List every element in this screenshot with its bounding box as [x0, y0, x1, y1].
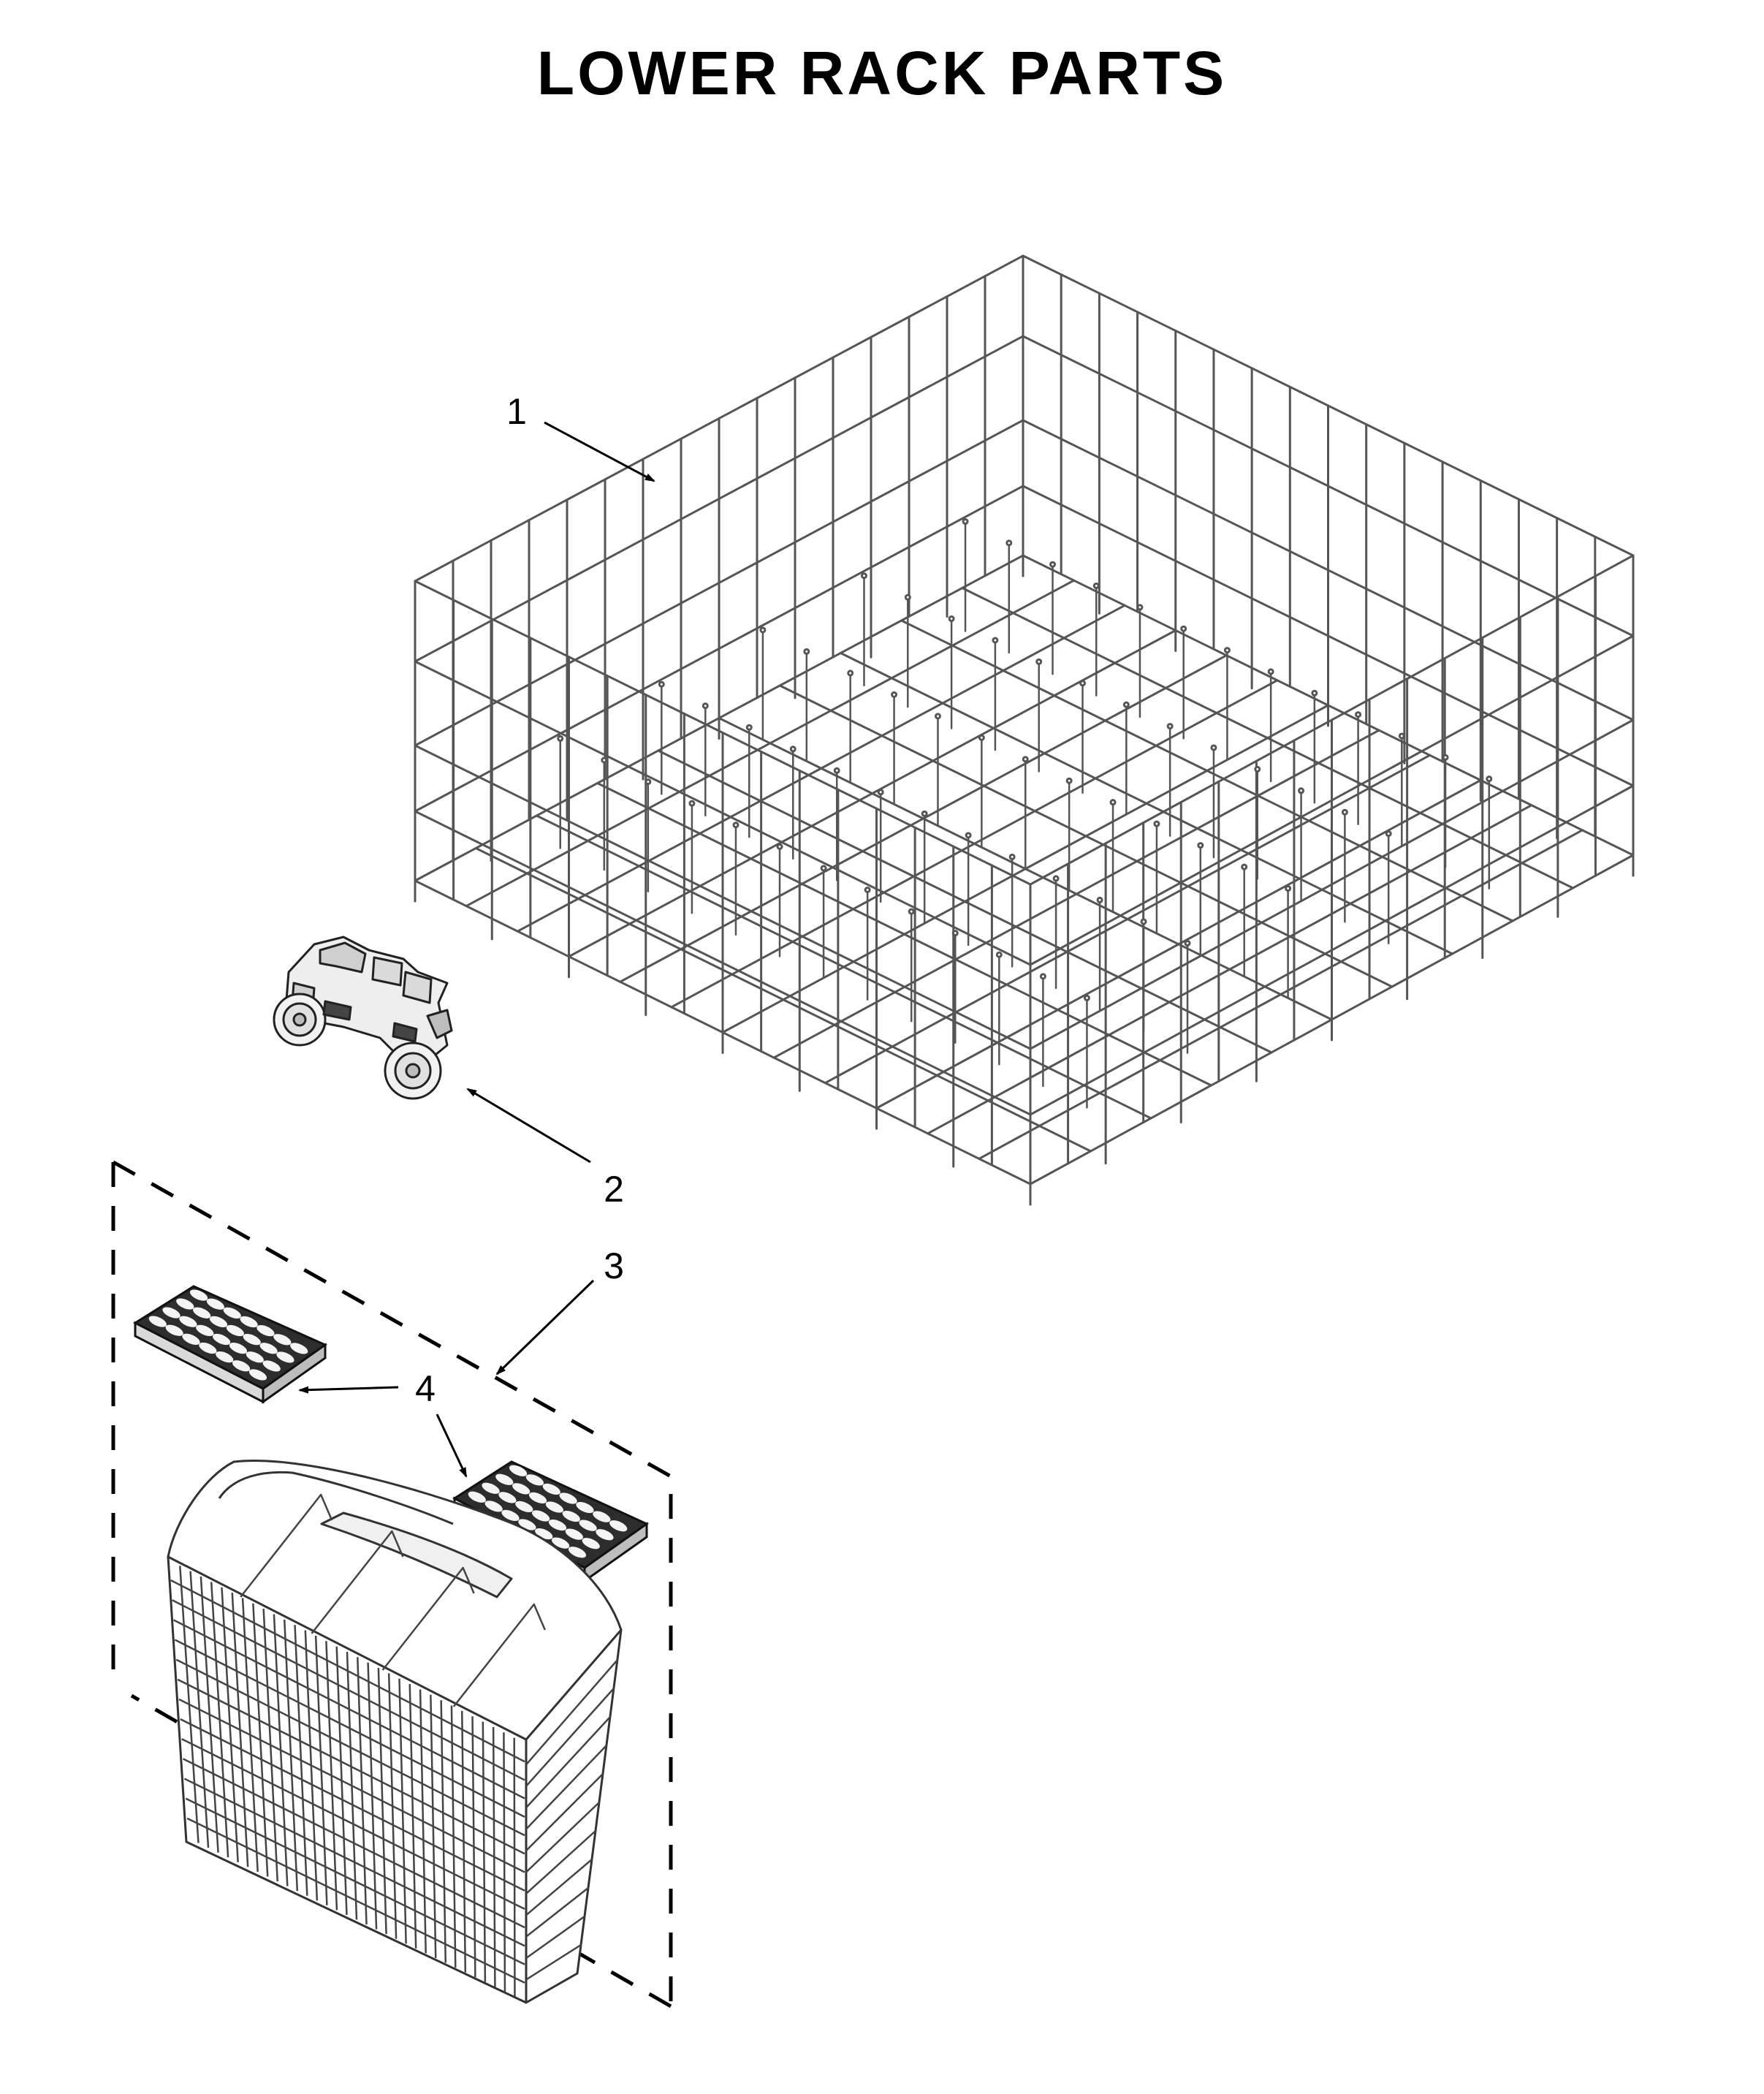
- arrow-4b: [436, 1414, 468, 1478]
- callout-3: 3: [604, 1245, 624, 1286]
- silverware-basket-illustration: [167, 1459, 623, 2004]
- rack-wheel-illustration: [273, 936, 453, 1100]
- arrow-3: [495, 1279, 595, 1376]
- arrow-4a: [298, 1386, 399, 1394]
- lower-rack-illustration: [414, 254, 1635, 1206]
- page-title: LOWER RACK PARTS: [536, 39, 1228, 107]
- basket-lid-illustration-left: [132, 1285, 328, 1404]
- arrow-1: [544, 421, 655, 482]
- arrow-2: [466, 1088, 591, 1164]
- callout-4: 4: [415, 1368, 436, 1409]
- callout-1: 1: [506, 391, 527, 432]
- callout-arrows: [298, 421, 655, 1478]
- callout-2: 2: [604, 1169, 624, 1210]
